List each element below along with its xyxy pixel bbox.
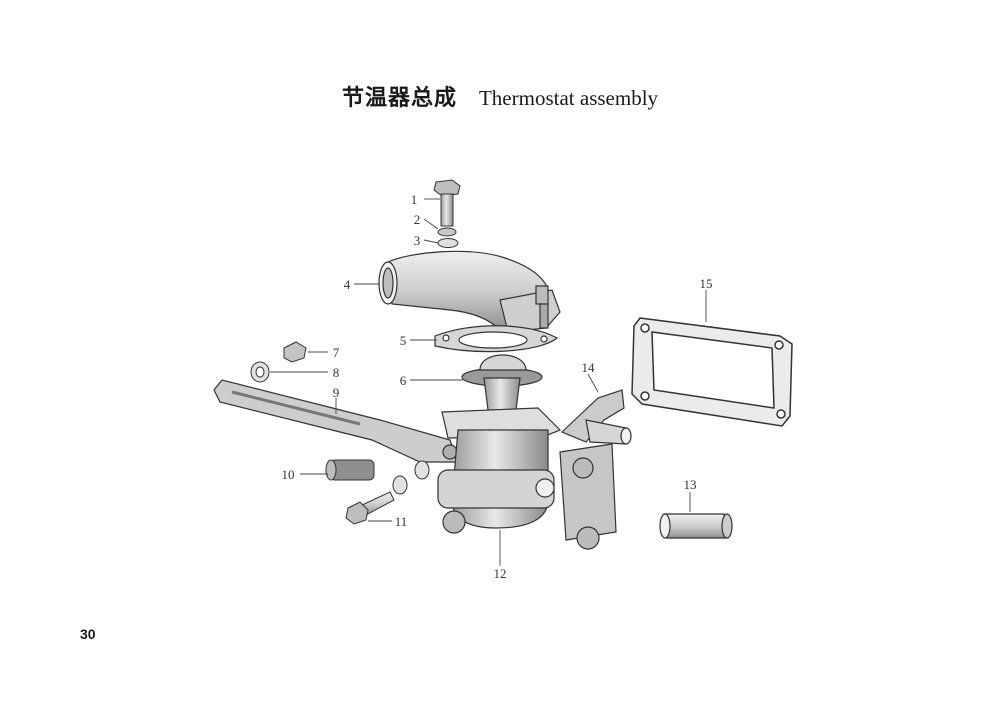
- part-5-gasket: [434, 325, 559, 353]
- callout-5: 5: [400, 333, 407, 348]
- page-title: 节温器总成 Thermostat assembly: [0, 80, 1000, 112]
- callout-8: 8: [333, 365, 340, 380]
- part-10-plug: [325, 459, 375, 481]
- callout-1: 1: [411, 192, 418, 207]
- callout-4: 4: [344, 277, 351, 292]
- callout-15: 15: [700, 276, 713, 291]
- callout-13: 13: [684, 477, 697, 492]
- page-number: 30: [80, 626, 96, 642]
- plug-washers: [392, 460, 430, 495]
- part-7-bolt: [283, 341, 307, 363]
- part-8-washer: [250, 361, 270, 383]
- leader-lines: [270, 198, 707, 566]
- part-12-housing: [437, 407, 617, 550]
- part-1-bolt: [433, 179, 461, 227]
- callout-7: 7: [333, 345, 340, 360]
- title-english: Thermostat assembly: [478, 86, 659, 110]
- callout-2: 2: [414, 212, 421, 227]
- callout-3: 3: [414, 233, 421, 248]
- callout-6: 6: [400, 373, 407, 388]
- callout-10: 10: [282, 467, 295, 482]
- part-6-thermostat: [461, 354, 543, 411]
- title-chinese: 节温器总成: [341, 86, 457, 111]
- part-13-sleeve: [659, 513, 733, 539]
- callout-12: 12: [494, 566, 507, 581]
- callout-9: 9: [333, 385, 340, 400]
- part-15-gasket: [631, 317, 793, 427]
- part-14-bypass-pipe: [560, 389, 632, 445]
- part-2-spring-washer: [437, 227, 457, 237]
- callout-14: 14: [582, 360, 596, 375]
- part-3-washer: [437, 238, 459, 248]
- callout-labels: 1 2 3 4 5 6 7 8 9 10 11 12 13 14 15: [282, 192, 713, 581]
- part-4-outlet-elbow: [378, 250, 561, 333]
- part-11-bolt: [345, 491, 395, 525]
- callout-11: 11: [395, 514, 408, 529]
